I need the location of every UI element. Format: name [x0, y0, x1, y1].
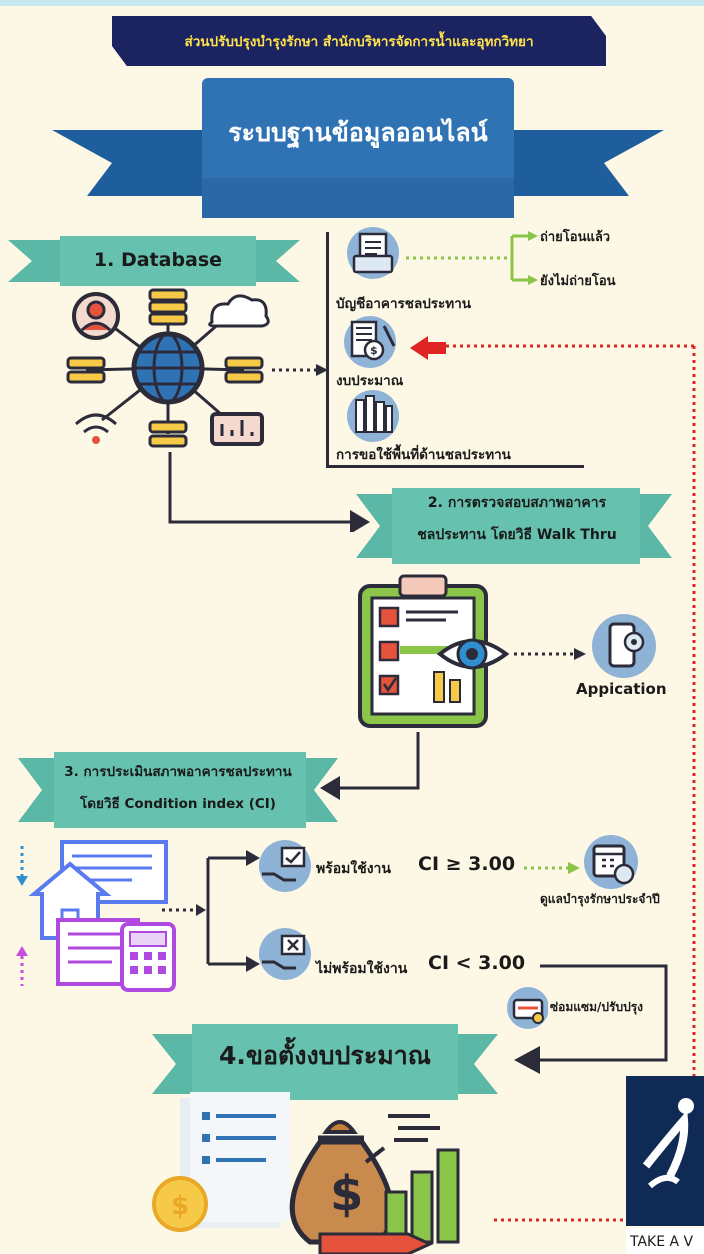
dotted-arrow-to-app — [514, 648, 586, 660]
budget-label: งบประมาณ — [336, 373, 404, 389]
clipboard-inspection-icon — [358, 574, 510, 728]
watermark-text-bg — [626, 1228, 704, 1254]
repair-tools-icon — [507, 987, 549, 1029]
svg-text:$: $ — [330, 1166, 363, 1222]
ci-branch-connector — [162, 850, 260, 972]
land-request-label: การขอใช้พื้นที่ด้านชลประทาน — [336, 447, 511, 463]
maintenance-label: ดูแลบำรุงรักษาประจำปี — [540, 892, 660, 906]
title-ribbon — [52, 78, 664, 218]
repair-label-wrap: ซ่อมแซม/ปรับปรุง — [548, 996, 646, 1017]
budget-feedback-loop — [446, 344, 696, 1222]
document-stack-icon — [347, 227, 399, 279]
ready-check-icon — [259, 840, 311, 892]
top-border — [0, 0, 704, 6]
not-ready-ci-expression: CI < 3.00 — [428, 952, 526, 974]
list-bracket-bottom — [326, 465, 584, 468]
step3-ribbon — [18, 752, 338, 828]
step2-title-line2: ชลประทาน โดยวิธี Walk Thru — [417, 527, 617, 543]
mobile-app-icon — [592, 614, 656, 678]
not-ready-label: ไม่พร้อมใช้งาน — [316, 961, 408, 977]
database-network-icon — [66, 288, 270, 448]
ready-label: พร้อมใช้งาน — [316, 861, 391, 877]
application-label: Appication — [576, 680, 667, 698]
department-banner: ส่วนปรับปรุงบำรุงรักษา สำนักบริหารจัดการ… — [112, 16, 606, 66]
budget-request-icon: $ $ — [152, 1092, 460, 1254]
arrow-to-step2 — [168, 452, 370, 532]
not-transferred-label: ยังไม่ถ่ายโอน — [540, 274, 616, 289]
repair-label: ซ่อมแซม/ปรับปรุง — [550, 1000, 644, 1014]
step2-title-line1: 2. การตรวจสอบสภาพอาคาร — [427, 495, 607, 511]
step4-title: 4.ขอตั้งงบประมาณ — [219, 1041, 431, 1070]
step3-title-line2: โดยวิธี Condition index (CI) — [80, 796, 276, 812]
arrow-to-step4 — [514, 1046, 540, 1074]
dotted-arrow-to-list — [272, 364, 328, 376]
house-evaluation-icon — [16, 840, 176, 992]
svg-text:$: $ — [171, 1191, 189, 1221]
maintenance-calendar-icon — [584, 835, 638, 889]
list-bracket-vertical — [326, 232, 329, 468]
page-title: ระบบฐานข้อมูลออนไลน์ — [228, 118, 488, 147]
runner-logo-icon — [642, 1098, 694, 1189]
step1-title: 1. Database — [93, 249, 223, 271]
transfer-branch-connector — [406, 231, 538, 285]
budget-calculator-icon: $ — [344, 316, 396, 368]
transferred-label: ถ่ายโอนแล้ว — [540, 230, 611, 245]
step3-title-line1: 3. การประเมินสภาพอาคารชลประทาน — [64, 764, 292, 780]
repair-path-connector — [536, 964, 668, 1062]
land-request-icon — [347, 390, 399, 442]
arrow-to-step3 — [320, 732, 420, 800]
step1-ribbon — [8, 236, 300, 286]
ready-ci-expression: CI ≥ 3.00 — [418, 853, 516, 875]
arrow-to-maintenance — [524, 862, 580, 874]
step2-ribbon — [356, 488, 672, 564]
step4-ribbon — [152, 1024, 498, 1100]
red-arrow-to-budget — [410, 336, 446, 360]
not-ready-icon — [259, 928, 311, 980]
buildings-list-label: บัญชีอาคารชลประทาน — [336, 296, 471, 312]
watermark-logo — [626, 1076, 704, 1226]
watermark-text: TAKE A V — [630, 1234, 694, 1250]
svg-text:$: $ — [370, 344, 378, 357]
department-name: ส่วนปรับปรุงบำรุงรักษา สำนักบริหารจัดการ… — [184, 34, 534, 50]
